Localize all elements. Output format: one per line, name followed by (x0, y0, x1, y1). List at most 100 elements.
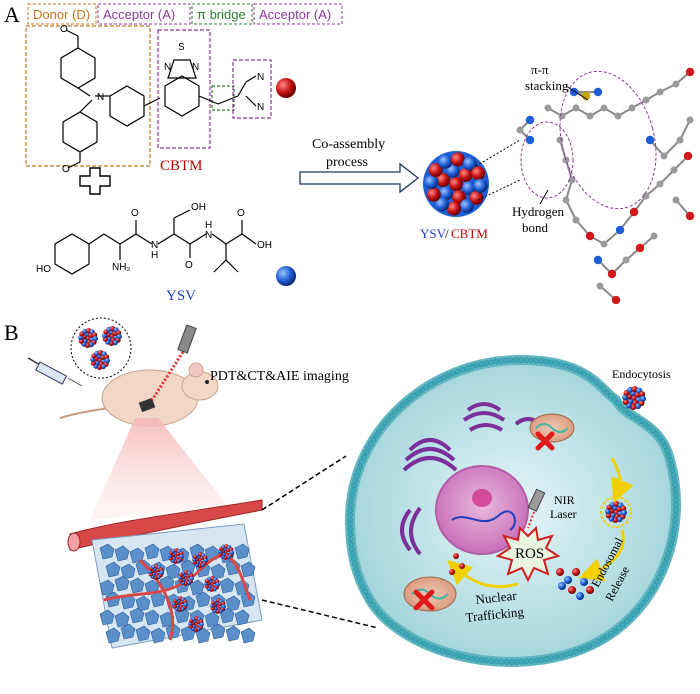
lipid-head (348, 541, 355, 547)
panel-b-label: B (4, 320, 19, 345)
lipid-head (638, 418, 645, 425)
capillary-2 (138, 558, 175, 641)
atom (656, 88, 664, 96)
atom (544, 104, 552, 112)
released-molecule (449, 569, 455, 575)
lipid-head (376, 428, 382, 435)
ysv-atoms: HO NH₂ O N H OH O N H O OH (36, 202, 272, 275)
lipid-head (597, 382, 603, 389)
tissue-cell (105, 627, 121, 644)
nanoparticle-bead (609, 501, 616, 508)
lipid-head (646, 591, 653, 598)
ros-burst (495, 525, 561, 583)
ysv-blue-sphere (276, 266, 296, 286)
phenyl-ring-top (60, 47, 96, 89)
atom (556, 136, 564, 144)
nano-ysv-label: YSV (420, 226, 447, 241)
lipid-head (349, 546, 355, 552)
nanoparticle-bead (639, 391, 646, 398)
lipid-head (419, 386, 425, 393)
atom (607, 269, 617, 279)
nanoparticle-bead (447, 201, 462, 216)
nanoparticle-bead (426, 187, 441, 202)
lipid-head (444, 649, 451, 656)
nanoparticle-bead (462, 156, 477, 171)
lipid-head (618, 403, 624, 410)
lipid-head (649, 587, 655, 594)
atom (629, 207, 639, 217)
btd-acceptor-box (157, 29, 211, 149)
hbond-pointer (539, 189, 549, 205)
lipid-head (667, 457, 673, 464)
lipid-head (672, 487, 679, 493)
lipid-head (604, 633, 610, 640)
lipid-head (352, 477, 359, 484)
legend-donor: Donor (D) (33, 7, 90, 22)
lipid-head (385, 416, 392, 423)
nanoparticle-bead (159, 570, 164, 575)
released-molecule (586, 586, 594, 594)
atom (685, 67, 695, 77)
nanoparticle-bead (634, 403, 641, 410)
atom-ho: HO (36, 264, 51, 275)
nanoparticle-bead (436, 173, 451, 188)
nanoparticle-bead (428, 163, 443, 178)
tissue-cell (210, 623, 226, 640)
tissue-cell (144, 609, 160, 626)
lipid-head (608, 630, 614, 637)
lipid-head (439, 648, 446, 654)
lipid-head (392, 409, 399, 415)
lipid-head (449, 651, 456, 657)
nanoparticle-bead (229, 550, 234, 555)
nanoparticle-bead (450, 152, 465, 167)
lipid-head (538, 656, 545, 663)
atom (586, 112, 594, 120)
laser-label: Laser (550, 507, 577, 521)
lipid-head (513, 357, 520, 363)
atom (558, 112, 566, 120)
lipid-head (533, 657, 540, 664)
nanoparticle-bead (189, 576, 194, 581)
nanoparticle-bead (605, 512, 612, 519)
lipid-head (483, 360, 490, 367)
atom (660, 152, 668, 160)
nir-laser-icon (527, 488, 546, 529)
lipid-head (543, 656, 550, 662)
lipid-head (518, 357, 525, 363)
lipid-head (368, 440, 374, 447)
released-molecule (564, 576, 572, 584)
lipid-head (350, 556, 357, 562)
lipid-head (416, 638, 423, 645)
tissue-nanoparticles (148, 544, 234, 632)
lipid-head (523, 658, 530, 665)
lipid-head (672, 492, 679, 498)
capillary-1 (103, 554, 252, 602)
atom (562, 196, 570, 204)
magnified-nanoparticle-beads (78, 326, 122, 370)
tissue-cell (219, 577, 235, 594)
released-molecule (572, 568, 580, 576)
co-assembly-arrow (299, 162, 420, 194)
tissue-cell (114, 575, 130, 592)
nucleus (435, 465, 529, 555)
lipid-head (640, 599, 647, 606)
lipid-head (670, 472, 677, 478)
nanoparticle-bead (438, 154, 453, 169)
nanoparticle-bead (621, 509, 627, 516)
lipid-head (637, 603, 644, 610)
atom-o-5: O (237, 208, 245, 219)
syringe-icon (27, 357, 83, 387)
lipid-head (347, 502, 354, 508)
atom (593, 255, 603, 265)
lipid-head (503, 659, 510, 665)
tissue-cell (150, 627, 166, 644)
atom (676, 136, 684, 144)
lipid-head (634, 607, 640, 614)
atom-n-cyano-1: N (257, 72, 264, 83)
atom (672, 196, 680, 204)
atom-h-peptide-2: H (205, 220, 212, 231)
tissue-cell (114, 545, 130, 562)
legend-acceptor-box-2 (253, 3, 343, 25)
lipid-head (473, 656, 480, 663)
